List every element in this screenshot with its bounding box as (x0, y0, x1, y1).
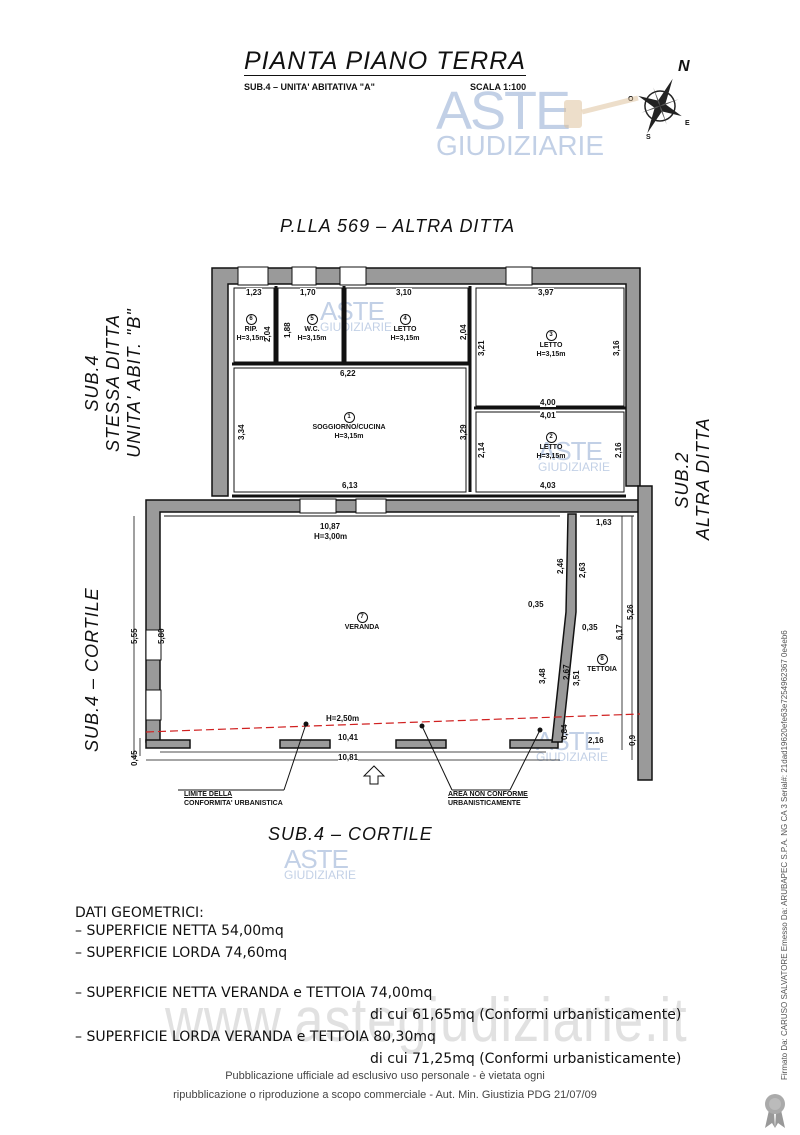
dim-veranda-height: H=3,00m (314, 532, 348, 541)
dim-letto3-left: 3,21 (477, 340, 486, 356)
room-3-label: 3 LETTO H=3,15m (536, 330, 566, 358)
dim-letto3-width: 3,97 (538, 288, 554, 297)
dim-veranda-left2: 5,80 (157, 628, 166, 644)
label-right-neighbor: SUB.2 ALTRA DITTA (672, 417, 713, 540)
footer-line2: ripubblicazione o riproduzione a scopo c… (173, 1089, 597, 1101)
dim-letto2-left: 2,14 (477, 442, 486, 458)
dim-tettoia-corner: 0,35 (582, 623, 598, 632)
watermark-logo-small: ASTE GIUDIZIARIE (536, 726, 609, 764)
dim-rip-width: 1,23 (246, 288, 262, 297)
label-bottom-neighbor: SUB.4 – CORTILE (268, 824, 433, 844)
dim-letto4-width: 3,10 (396, 288, 412, 297)
geo-line: – SUPERFICIE LORDA 74,60mq (75, 945, 288, 961)
note-non-conforming-area: AREA NON CONFORME URBANISTICAMENTE (448, 791, 528, 807)
dim-tettoia-left1: 2,63 (578, 562, 587, 578)
room-8-label: 8 TETTOIA (587, 654, 617, 673)
room-7-label: 7 VERANDA (344, 612, 380, 631)
geo-line: di cui 71,25mq (Conformi urbanisticament… (370, 1051, 682, 1067)
dim-tettoia-left4: 0,84 (560, 724, 569, 740)
dim-tettoia-right1: 5,26 (626, 604, 635, 620)
watermark-logo-small: ASTE GIUDIZIARIE (284, 844, 357, 882)
dim-soggiorno-right: 3,29 (459, 424, 468, 440)
drawing-scale: SCALA 1:100 (470, 82, 527, 92)
dim-letto3-width2: 4,00 (540, 398, 556, 407)
dim-veranda-bottom2: 10,81 (338, 753, 359, 762)
label-left-upper-neighbor: SUB.4 STESSA DITTA UNITA' ABIT. "B" (82, 308, 144, 458)
room-2-label: 2 LETTO H=3,15m (536, 432, 566, 460)
gavel-icon (560, 90, 640, 140)
geo-line: di cui 61,65mq (Conformi urbanisticament… (370, 1007, 682, 1023)
dim-wc-width: 1,70 (300, 288, 316, 297)
dim-veranda-bottom1: 10,41 (338, 733, 359, 742)
dim-rip-height: 2,04 (263, 326, 272, 342)
dim-letto2-right: 2,16 (614, 442, 623, 458)
dim-letto4-height: 2,04 (459, 324, 468, 340)
compass-s-label: S (646, 134, 651, 141)
dim-soggiorno-left: 3,34 (237, 424, 246, 440)
dim-letto2-width2: 4,03 (540, 481, 556, 490)
dim-tettoia-width: 1,63 (596, 518, 612, 527)
dim-veranda-width: 10,87 (320, 522, 341, 531)
dim-tettoia-right2: 6,17 (615, 624, 624, 640)
watermark-logo: ASTE GIUDIZIARIE (436, 84, 604, 160)
compass-e-label: E (685, 120, 690, 127)
dim-tettoia-left3: 3,51 (572, 670, 581, 686)
room-5-label: 5 W.C. H=3,15m (297, 314, 327, 342)
compass-rose-icon (628, 62, 698, 140)
dim-soggiorno-width: 6,22 (340, 369, 356, 378)
digital-signature: Firmato Da: CARUSO SALVATORE Emesso Da: … (780, 630, 789, 1080)
seal-ribbon-icon (760, 1090, 790, 1130)
room-1-label: 1 SOGGIORNO/CUCINA H=3,15m (312, 412, 386, 440)
entrance-arrow-icon (362, 765, 386, 785)
geo-line: – SUPERFICIE LORDA VERANDA e TETTOIA 80,… (75, 1029, 436, 1045)
drawing-title: PIANTA PIANO TERRA (244, 47, 526, 76)
dim-tettoia-right3: 0,9 (628, 734, 637, 746)
dim-tettoia-width2: 2,16 (588, 736, 604, 745)
dim-tettoia-left2: 2,67 (562, 664, 571, 680)
watermark-site-url: www.astegiudiziarie.it (165, 986, 688, 1055)
dim-letto2-width: 4,01 (540, 411, 556, 420)
watermark-aste-text: ASTE (436, 81, 571, 141)
dim-veranda-left1: 5,55 (130, 628, 139, 644)
dim-veranda-corner: 0,35 (528, 600, 544, 609)
dim-veranda-height2: H=2,50m (326, 714, 360, 723)
label-top-neighbor: P.LLA 569 – ALTRA DITTA (280, 216, 516, 236)
dim-soggiorno-width2: 6,13 (342, 481, 358, 490)
dim-letto3-right: 3,16 (612, 340, 621, 356)
dim-veranda-right1: 2,46 (556, 558, 565, 574)
room-4-label: 4 LETTO H=3,15m (390, 314, 420, 342)
compass-n-label: N (678, 58, 690, 75)
geo-line: – SUPERFICIE NETTA 54,00mq (75, 923, 284, 939)
geo-heading: DATI GEOMETRICI: (75, 905, 204, 921)
drawing-subtitle: SUB.4 – UNITA' ABITATIVA "A" (244, 82, 375, 92)
dim-wc-height: 1,88 (283, 322, 292, 338)
dim-veranda-left3: 0,45 (130, 750, 139, 766)
label-left-lower-neighbor: SUB.4 – CORTILE (82, 587, 102, 752)
note-conformity-limit: LIMITE DELLA CONFORMITA' URBANISTICA (184, 791, 283, 807)
room-6-label: 6 RIP. H=3,15m (236, 314, 266, 342)
dim-veranda-right2: 3,48 (538, 668, 547, 684)
geo-line: – SUPERFICIE NETTA VERANDA e TETTOIA 74,… (75, 985, 433, 1001)
watermark-giudiziarie-text: GIUDIZIARIE (436, 130, 605, 161)
footer-line1: Pubblicazione ufficiale ad esclusivo uso… (225, 1070, 545, 1082)
